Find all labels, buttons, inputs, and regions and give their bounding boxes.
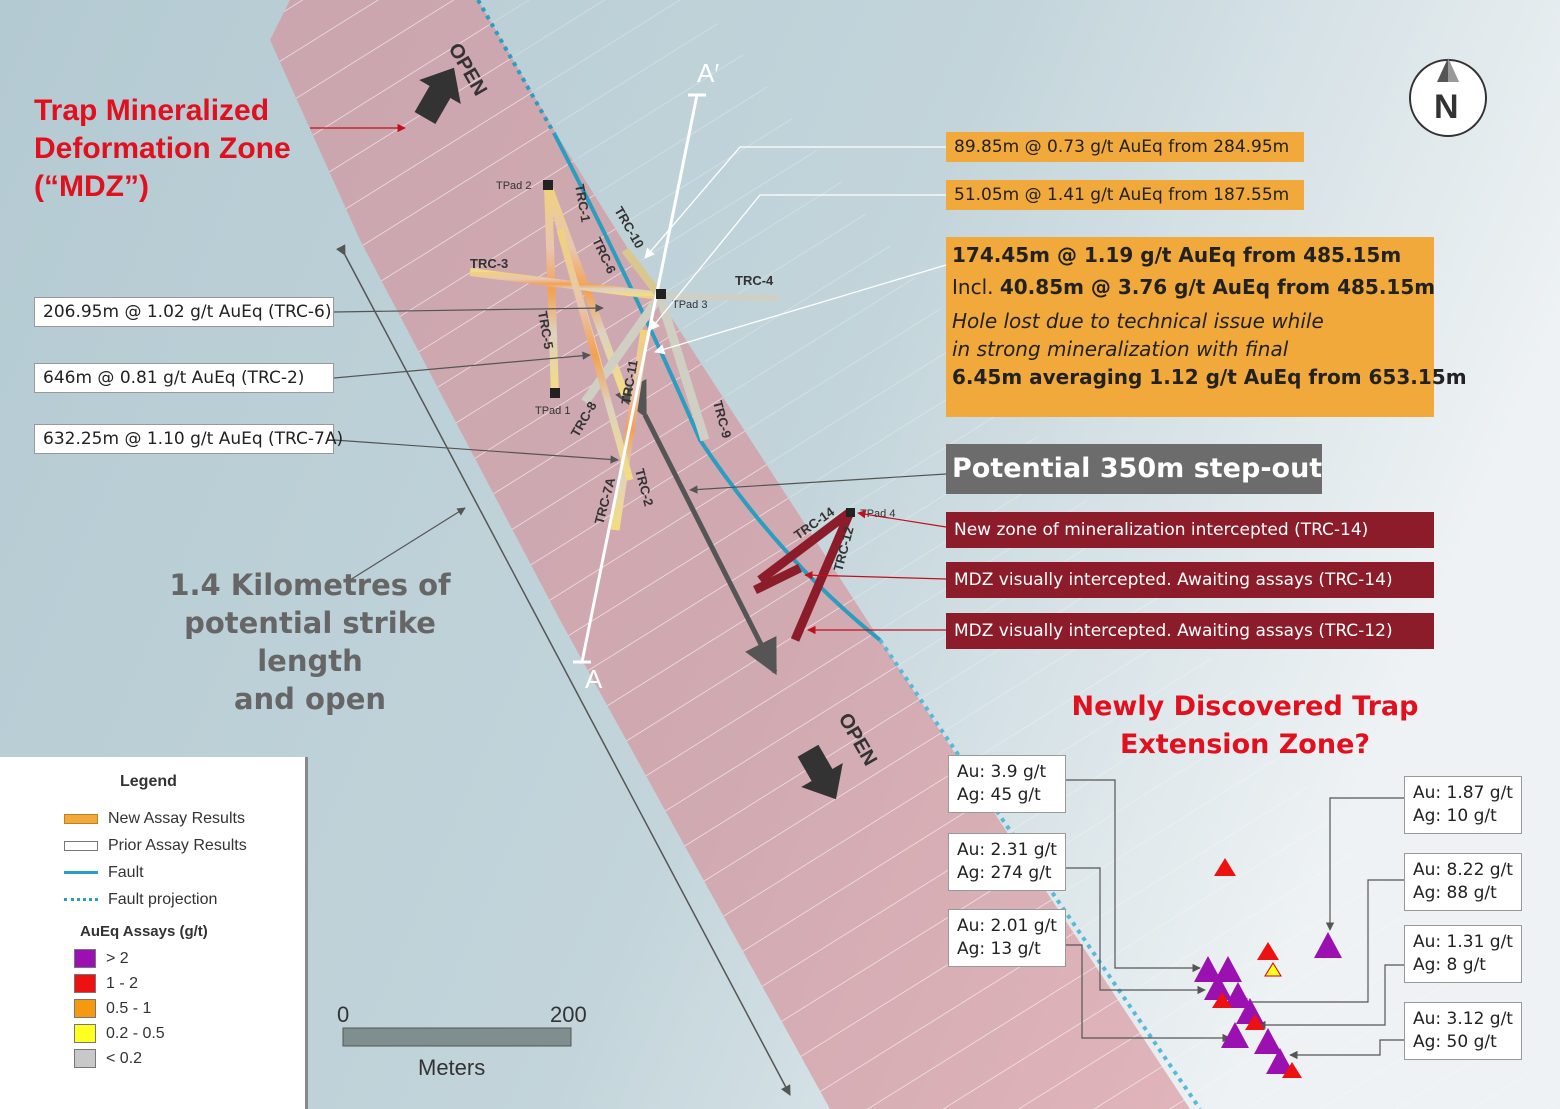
legend-class: > 2 bbox=[106, 949, 129, 967]
step-out-arrow bbox=[615, 378, 778, 676]
fault-projection-north bbox=[476, 0, 557, 136]
svg-text:TRC-3: TRC-3 bbox=[470, 256, 508, 271]
swatch-0-5-1 bbox=[74, 999, 96, 1018]
strike-length-label: 1.4 Kilometres of potential strike lengt… bbox=[130, 566, 490, 718]
swatch-gt-2 bbox=[74, 949, 96, 968]
ag-value: Ag: 45 g/t bbox=[957, 785, 1041, 805]
extension-line-1: Newly Discovered Trap bbox=[1071, 691, 1419, 722]
scale-min: 0 bbox=[337, 1002, 349, 1027]
ag-value: Ag: 10 g/t bbox=[1413, 806, 1497, 826]
legend-fault: Fault bbox=[108, 863, 144, 881]
svg-text:TRC-4: TRC-4 bbox=[735, 273, 774, 288]
tpad-3-marker bbox=[656, 289, 666, 299]
au-value: Au: 1.31 g/t bbox=[1413, 932, 1513, 952]
legend-new-assay: New Assay Results bbox=[108, 809, 245, 827]
ag-value: Ag: 274 g/t bbox=[957, 863, 1052, 883]
legend-fault-projection: Fault projection bbox=[108, 890, 218, 908]
prior-assay-swatch bbox=[64, 840, 98, 851]
callout-trc-11-main: 174.45m @ 1.19 g/t AuEq from 485.15m bbox=[952, 243, 1402, 267]
ag-value: Ag: 88 g/t bbox=[1413, 883, 1497, 903]
svg-text:N: N bbox=[1434, 88, 1459, 126]
title-line-3: (“MDZ”) bbox=[34, 170, 149, 203]
scale-unit: Meters bbox=[418, 1055, 485, 1080]
callout-trc-14-mdz: MDZ visually intercepted. Awaiting assay… bbox=[946, 562, 1434, 598]
extension-zone-title: Newly Discovered Trap Extension Zone? bbox=[1050, 688, 1440, 764]
swatch-lt-0-2 bbox=[74, 1049, 96, 1068]
au-value: Au: 1.87 g/t bbox=[1413, 783, 1513, 803]
callout-trc-7a: 632.25m @ 1.10 g/t AuEq (TRC-7A) bbox=[34, 424, 343, 454]
tpad-3-label: TPad 3 bbox=[672, 299, 707, 311]
note-line-3: 6.45m averaging 1.12 g/t AuEq from 653.1… bbox=[952, 365, 1467, 389]
au-value: Au: 3.9 g/t bbox=[957, 762, 1047, 782]
legend-assay-title: AuEq Assays (g/t) bbox=[80, 923, 208, 940]
tpad-4-marker bbox=[846, 508, 855, 517]
ag-value: Ag: 13 g/t bbox=[957, 939, 1041, 959]
strike-line-1: 1.4 Kilometres of bbox=[169, 568, 451, 602]
sample-markers bbox=[1194, 858, 1342, 1078]
strike-line-3: and open bbox=[233, 682, 387, 716]
callout-trc-6: 206.95m @ 1.02 g/t AuEq (TRC-6) bbox=[34, 297, 334, 327]
au-value: Au: 3.12 g/t bbox=[1413, 1009, 1513, 1029]
callout-trc-10: 89.85m @ 0.73 g/t AuEq from 284.95m bbox=[946, 132, 1304, 162]
svg-text:TRC-5: TRC-5 bbox=[535, 310, 556, 350]
legend-prior-assay: Prior Assay Results bbox=[108, 836, 247, 854]
strike-line-2: potential strike length bbox=[184, 606, 436, 678]
step-out-label: Potential 350m step-out bbox=[946, 444, 1322, 494]
tpad-2-label: TPad 2 bbox=[496, 180, 531, 192]
note-line-1: Hole lost due to technical issue while bbox=[952, 309, 1324, 333]
open-arrow-south bbox=[797, 744, 843, 800]
strike-length-arrow bbox=[335, 244, 791, 1096]
drill-holes bbox=[469, 183, 855, 642]
au-value: Au: 8.22 g/t bbox=[1413, 860, 1513, 880]
callout-trc-12-mdz: MDZ visually intercepted. Awaiting assay… bbox=[946, 613, 1434, 649]
title-line-2: Deformation Zone bbox=[34, 132, 291, 165]
tpad-2-marker bbox=[543, 180, 553, 190]
title-line-1: Trap Mineralized bbox=[34, 94, 270, 127]
open-arrow-north bbox=[414, 67, 461, 124]
section-label-a-prime: A′ bbox=[697, 58, 719, 88]
north-arrow: N bbox=[1409, 58, 1487, 137]
fault-projection-swatch bbox=[64, 898, 98, 901]
callout-trc-11: 174.45m @ 1.19 g/t AuEq from 485.15m Inc… bbox=[946, 237, 1467, 417]
incl-label: Incl. bbox=[952, 275, 994, 299]
legend-class: 0.5 - 1 bbox=[106, 999, 152, 1017]
au-value: Au: 2.01 g/t bbox=[957, 916, 1057, 936]
ag-value: Ag: 50 g/t bbox=[1413, 1032, 1497, 1052]
incl-value: 40.85m @ 3.76 g/t AuEq from 485.15m bbox=[999, 275, 1436, 299]
callout-trc-14-new-zone: New zone of mineralization intercepted (… bbox=[946, 512, 1434, 548]
tpad-1-label: TPad 1 bbox=[535, 405, 570, 417]
ag-value: Ag: 8 g/t bbox=[1413, 955, 1486, 975]
svg-text:TRC-1: TRC-1 bbox=[572, 183, 593, 223]
section-label-a: A bbox=[585, 664, 603, 694]
legend: Legend New Assay Results Prior Assay Res… bbox=[0, 757, 308, 1109]
callout-trc-2: 646m @ 0.81 g/t AuEq (TRC-2) bbox=[34, 363, 334, 393]
legend-title: Legend bbox=[120, 773, 177, 790]
note-line-2: in strong mineralization with final bbox=[952, 337, 1289, 361]
hole-labels: TRC-1 TRC-2 TRC-3 TRC-4 TRC-5 TRC-6 TRC-… bbox=[470, 183, 857, 573]
section-line-a-a-prime bbox=[580, 94, 699, 663]
scale-bar bbox=[342, 1027, 572, 1047]
legend-class: 1 - 2 bbox=[106, 974, 139, 992]
callout-trc-8: 51.05m @ 1.41 g/t AuEq from 187.55m bbox=[946, 180, 1304, 210]
tpad-1-marker bbox=[550, 388, 560, 398]
new-assay-swatch bbox=[64, 813, 98, 824]
extension-line-2: Extension Zone? bbox=[1119, 729, 1371, 760]
callout-leaders bbox=[333, 303, 947, 581]
fault-swatch bbox=[64, 871, 98, 874]
scale-max: 200 bbox=[550, 1002, 587, 1027]
au-value: Au: 2.31 g/t bbox=[957, 840, 1057, 860]
legend-class: 0.2 - 0.5 bbox=[106, 1024, 165, 1042]
swatch-1-2 bbox=[74, 974, 96, 993]
swatch-0-2-0-5 bbox=[74, 1024, 96, 1043]
mdz-title: Trap Mineralized Deformation Zone (“MDZ”… bbox=[34, 92, 291, 206]
legend-class: < 0.2 bbox=[106, 1049, 143, 1067]
